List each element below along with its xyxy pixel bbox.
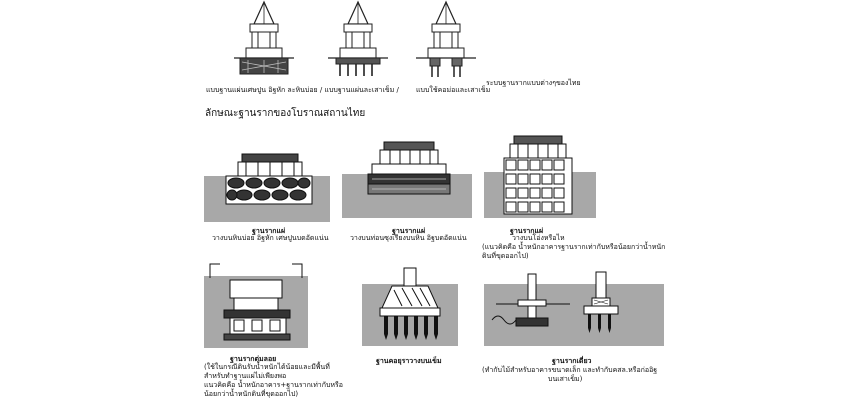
footing-desc-4a: (ใช้ในกรณีดินรับน้ำหนักได้น้อยและมีพื้นท… <box>204 363 330 371</box>
footing-title-6: ฐานรากเดี่ยว <box>552 357 592 365</box>
footing-sketch-logs <box>342 136 472 218</box>
top-caption-1: แบบฐานแผ่นเศษปูน อิฐหัก ละหินบ่อย / แบบฐ… <box>206 86 399 94</box>
footing-desc-6a: (ทำกับไม้สำหรับอาคารขนาดเล็ก และทำกับคสล… <box>482 366 658 374</box>
footing-sketch-rubble <box>204 140 330 222</box>
footing-desc-4b: สำหรับทำฐานแผ่ไม่เพียงพอ <box>204 372 287 380</box>
footing-desc-3b: (แนวคิดคือ น้ำหนักอาคารฐานรากเท่ากับหรือ… <box>482 243 666 251</box>
footing-sketch-floating <box>204 262 308 348</box>
footing-desc-4c: แนวคิดคือ น้ำหนักอาคาร+ฐานรากเท่ากับหรือ <box>204 381 343 389</box>
footing-sketch-pile-cap <box>362 264 458 346</box>
top-caption-3: ระบบฐานรากแบบต่างๆของไทย <box>486 79 581 87</box>
footing-desc-3a: วางบนโอ่งหรือไห <box>512 234 565 242</box>
footing-sketch-single <box>484 264 664 346</box>
footing-title-4: ฐานรากตุ่มลอย <box>230 355 277 363</box>
footing-sketch-jars <box>484 134 596 218</box>
footing-desc-4d: น้อยกว่าน้ำหนักดินที่ขุดออกไป) <box>204 390 299 398</box>
footing-desc-3c: ดินที่ขุดออกไป) <box>482 252 529 260</box>
footing-desc-6b: บนเสาเข็ม) <box>548 375 583 383</box>
footing-title-2: ฐานรากแผ่ <box>392 227 426 235</box>
footing-desc-1: วางบนหินบ่อย อิฐหัก เศษปูนบดอัดแน่น <box>212 234 329 242</box>
footing-title-5: ฐานคอยุราวางบนเข็ม <box>376 357 442 365</box>
top-sketch-1 <box>228 0 300 78</box>
section-heading: ลักษณะฐานรากของโบราณสถานไทย <box>205 108 366 119</box>
footing-title-3: ฐานรากแผ่ <box>510 227 544 235</box>
footing-desc-2: วางบนท่อนซุงเรียงบนหิน อิฐบดอัดแน่น <box>350 234 467 242</box>
top-sketch-3 <box>410 0 482 78</box>
top-caption-2: แบบใช้คอม่อและเสาเข็ม <box>416 86 491 94</box>
top-sketch-2 <box>322 0 394 78</box>
footing-title-1: ฐานรากแผ่ <box>252 227 286 235</box>
